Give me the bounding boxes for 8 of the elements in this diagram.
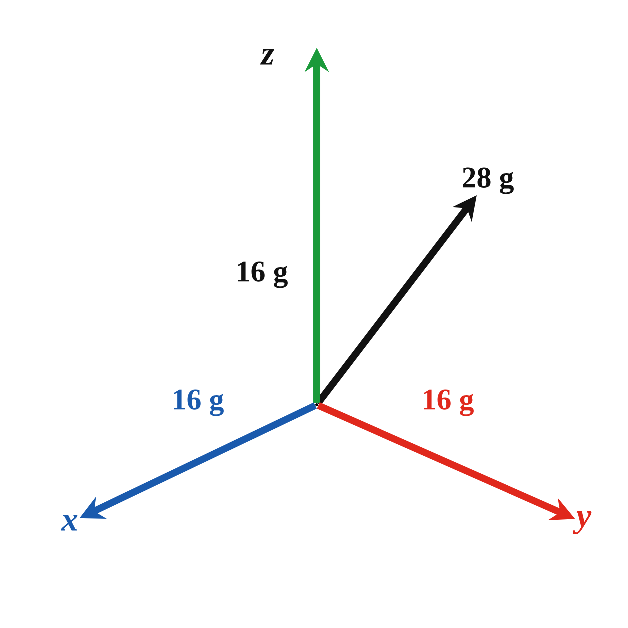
magnitude-label: 28 g — [463, 168, 514, 194]
axis-label: z — [260, 49, 274, 65]
origin-point — [316, 404, 318, 406]
axis-label: x — [61, 515, 78, 531]
edge-label: 16 g — [424, 390, 474, 416]
axis-label: y — [573, 512, 592, 534]
edge-label: 16 g — [174, 390, 224, 416]
edge-label: 16 g — [238, 262, 288, 288]
